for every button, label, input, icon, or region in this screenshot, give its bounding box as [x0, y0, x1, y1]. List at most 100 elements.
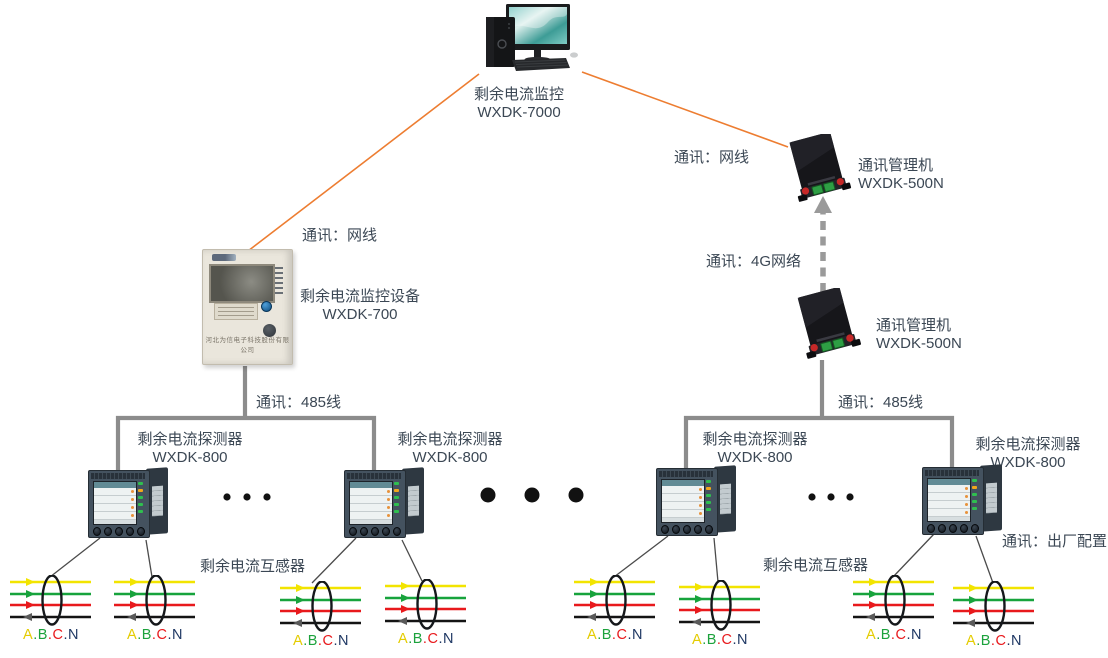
comm-manager-1-node — [782, 134, 854, 202]
lan-line-left — [247, 73, 480, 252]
current-transformer-icon — [385, 579, 466, 630]
ct-group-3: A.B.C.N — [278, 581, 364, 655]
ct-group-1: A.B.C.N — [8, 575, 94, 649]
ct-right-label: 剩余电流互感器 — [763, 557, 869, 574]
pc-model: WXDK-7000 — [477, 104, 561, 121]
pc-name: 剩余电流监控 — [473, 86, 564, 103]
detector-3 — [656, 465, 740, 537]
detector-screen — [661, 479, 705, 523]
monitor-device-model: WXDK-700 — [322, 306, 398, 323]
lan-line-right — [581, 71, 789, 148]
ct-left-label: 剩余电流互感器 — [200, 558, 306, 575]
detector-leds — [138, 482, 144, 517]
detector-front — [344, 470, 406, 538]
detector-front — [922, 467, 984, 535]
ct-group-7: A.B.C.N — [851, 575, 937, 649]
detector-front — [656, 468, 718, 536]
ellipsis-dots-right — [808, 493, 854, 501]
detector-buttons — [349, 527, 401, 536]
ct-group-5: A.B.C.N — [572, 575, 658, 649]
detector-model: WXDK-800 — [990, 454, 1066, 471]
detector-screen — [349, 481, 393, 525]
detector-title-strip — [347, 473, 401, 479]
comm-manager-icon — [797, 288, 862, 359]
comm-manager-2-label: 通讯管理机 WXDK-500N — [876, 317, 962, 353]
detector-2-label: 剩余电流探测器 WXDK-800 — [370, 431, 530, 467]
detector-3-label: 剩余电流探测器 WXDK-800 — [675, 431, 835, 467]
monitor-device-label: 剩余电流监控设备 WXDK-700 — [280, 288, 440, 324]
rs485-bus-right — [683, 360, 955, 470]
detector-leds — [972, 479, 978, 514]
detector-name: 剩余电流探测器 — [397, 431, 503, 448]
detector-name: 剩余电流探测器 — [702, 431, 808, 448]
monitoring-pc-node — [476, 2, 580, 74]
detector-screen — [927, 478, 971, 522]
phase-labels: A.B.C.N — [587, 627, 643, 643]
lan-right-label: 通讯：网线 — [674, 149, 750, 166]
4g-label: 通讯：4G网络 — [706, 253, 802, 270]
comm-manager-2-name: 通讯管理机 — [876, 317, 952, 334]
detector-model: WXDK-800 — [412, 449, 488, 466]
comm-manager-icon — [789, 134, 852, 202]
ct-group-8: A.B.C.N — [951, 581, 1037, 655]
detector-model: WXDK-800 — [152, 449, 228, 466]
computer-icon — [486, 4, 578, 71]
pc-tower-icon — [486, 17, 515, 67]
comm-manager-2-model: WXDK-500N — [876, 335, 962, 352]
monitor-device-name: 剩余电流监控设备 — [299, 288, 420, 305]
detector-title-strip — [659, 471, 713, 477]
phase-labels: A.B.C.N — [692, 632, 748, 648]
current-transformer-icon — [280, 581, 361, 632]
detector-buttons — [927, 524, 979, 533]
comm-manager-1-label: 通讯管理机 WXDK-500N — [858, 157, 944, 193]
comm-manager-2-node — [790, 288, 864, 360]
nav-button — [263, 324, 276, 337]
indicator-button — [261, 301, 272, 312]
factory-config-label: 通讯：出厂配置 — [1002, 533, 1108, 550]
detector-buttons — [93, 527, 145, 536]
detector-4-label: 剩余电流探测器 WXDK-800 — [948, 436, 1108, 472]
phase-labels: A.B.C.N — [866, 627, 922, 643]
detector-1 — [88, 467, 172, 539]
device-screen — [209, 264, 275, 303]
detector-title-strip — [925, 470, 979, 476]
ct-group-6: A.B.C.N — [677, 580, 763, 654]
phase-labels: A.B.C.N — [127, 627, 183, 643]
detector-1-label: 剩余电流探测器 WXDK-800 — [110, 431, 270, 467]
detector-screen — [93, 481, 137, 525]
keyboard-icon — [512, 58, 570, 71]
phase-labels: A.B.C.N — [398, 631, 454, 647]
mouse-icon — [570, 52, 578, 58]
detector-leds — [706, 480, 712, 515]
screen-side-marks — [275, 267, 284, 297]
detector-buttons — [661, 525, 713, 534]
current-transformer-icon — [574, 575, 655, 626]
comm-manager-1-name: 通讯管理机 — [858, 157, 934, 174]
brand-logo — [212, 254, 236, 261]
label-sticker — [214, 303, 258, 320]
ellipsis-dots-center — [480, 487, 584, 503]
detector-model: WXDK-800 — [717, 449, 793, 466]
phase-labels: A.B.C.N — [293, 633, 349, 649]
comm-manager-1-model: WXDK-500N — [858, 175, 944, 192]
detector-2 — [344, 467, 428, 539]
current-transformer-icon — [679, 580, 760, 631]
rs485-right-label: 通讯：485线 — [838, 394, 924, 411]
brand-text: 河北为信电子科技股份有限公司 — [205, 337, 290, 354]
phase-labels: A.B.C.N — [966, 633, 1022, 649]
detector-name: 剩余电流探测器 — [975, 436, 1081, 453]
current-transformer-icon — [114, 575, 195, 626]
detector-leds — [394, 482, 400, 517]
ellipsis-dots-left — [223, 493, 271, 501]
phase-labels: A.B.C.N — [23, 627, 79, 643]
rs485-left-label: 通讯：485线 — [256, 394, 342, 411]
lan-left-label: 通讯：网线 — [302, 227, 378, 244]
ct-group-4: A.B.C.N — [383, 579, 469, 653]
ct-lead-lines — [49, 533, 994, 584]
detector-4 — [922, 464, 1006, 536]
current-transformer-icon — [853, 575, 934, 626]
detector-name: 剩余电流探测器 — [137, 431, 243, 448]
pc-label: 剩余电流监控 WXDK-7000 — [434, 86, 604, 122]
